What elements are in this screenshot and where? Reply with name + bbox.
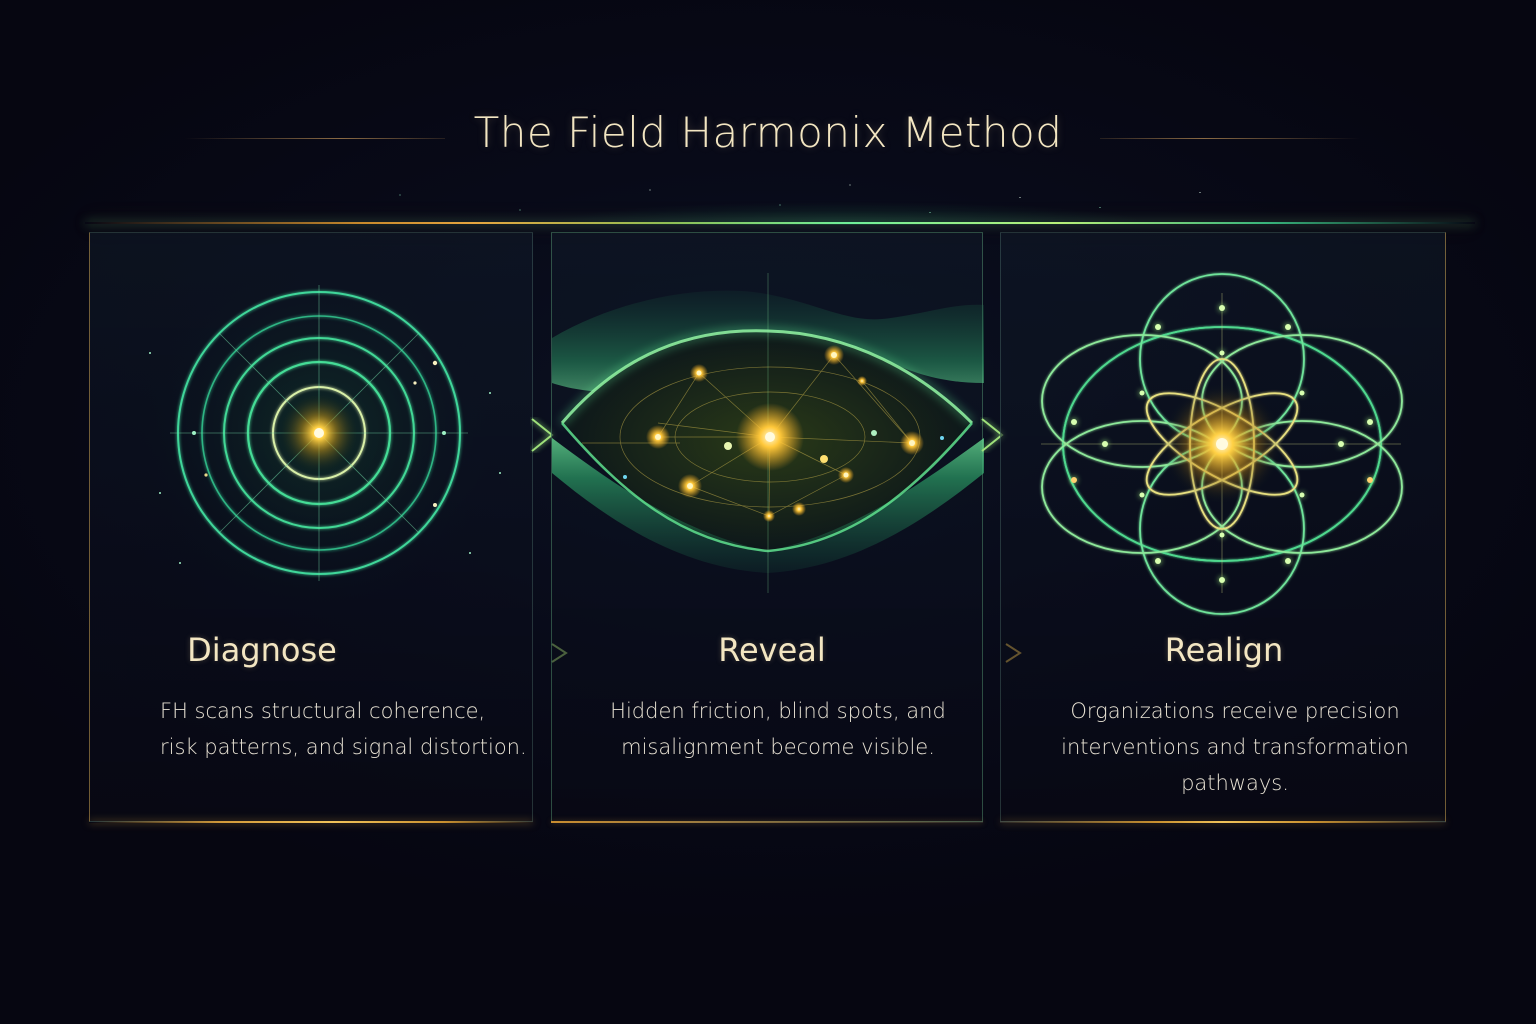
bottom-glow-line-reveal	[551, 821, 983, 823]
title-rule-left	[185, 138, 445, 139]
step-card-realign: Realign Organizations receive precision …	[1000, 232, 1446, 822]
top-glow-line	[85, 222, 1475, 224]
concentric-target-icon	[144, 258, 501, 608]
revealed-network-eye-icon	[552, 273, 984, 593]
flower-of-life-icon	[1041, 273, 1403, 615]
step-body-realign: Organizations receive precision interven…	[1061, 699, 1409, 795]
step-heading-realign: Realign	[1164, 631, 1284, 669]
page-title: The Field Harmonix Method	[473, 108, 1063, 157]
bottom-glow-line-diagnose	[89, 821, 533, 823]
title-rule-right	[1100, 138, 1360, 139]
step-body-diagnose: FH scans structural coherence, risk patt…	[160, 699, 527, 759]
step-body-reveal: Hidden friction, blind spots, and misali…	[610, 699, 946, 759]
bottom-glow-line-realign	[1000, 821, 1446, 823]
stardust-band	[300, 175, 1300, 225]
step-card-reveal: Reveal Hidden friction, blind spots, and…	[551, 232, 1022, 822]
step-card-diagnose: Diagnose FH scans structural coherence, …	[89, 232, 568, 822]
step-heading-diagnose: Diagnose	[187, 631, 337, 669]
step-heading-reveal: Reveal	[718, 631, 826, 669]
